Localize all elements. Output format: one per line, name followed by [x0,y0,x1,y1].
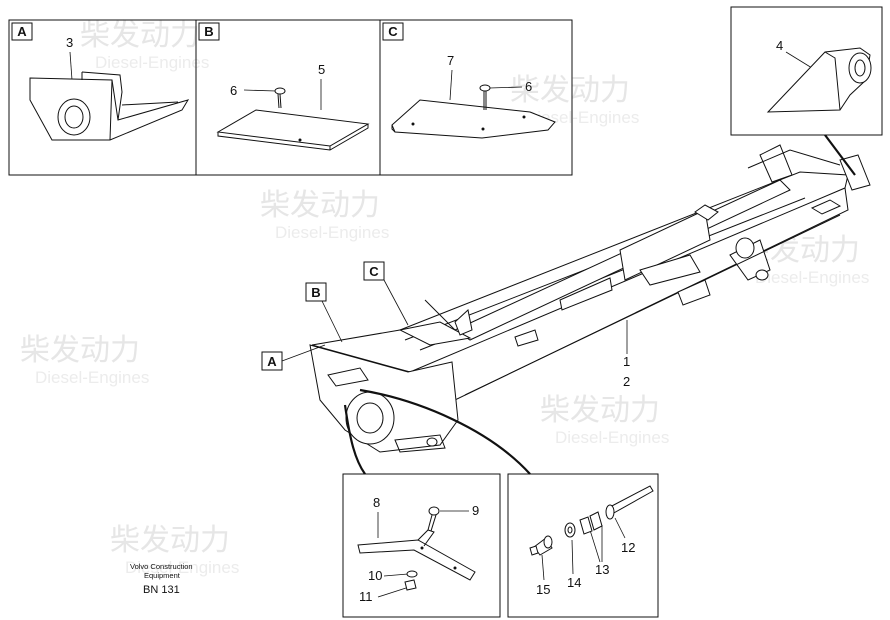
nipple-part-15 [529,535,553,556]
svg-text:C: C [369,264,379,279]
part-number-7: 7 [447,53,454,68]
front-bushing [345,391,395,445]
bolt-part-9 [427,506,440,532]
callout-a: A [261,344,326,371]
part-number-6-c: 6 [525,79,532,94]
svg-text:柴发动力: 柴发动力 [260,188,380,223]
screw-part-6-c [479,84,491,110]
detail-box-b: B 6 5 [195,19,381,176]
svg-text:A: A [267,354,277,369]
part-number-9: 9 [472,503,479,518]
svg-text:柴发动力: 柴发动力 [110,523,230,558]
box-c-letter: C [388,24,398,39]
svg-text:柴发动力: 柴发动力 [20,333,140,368]
part-number-13: 13 [595,562,609,577]
part-number-15: 15 [536,582,550,597]
part-number-6-b: 6 [230,83,237,98]
box-b-letter: B [204,24,213,39]
credit-line-1: Volvo Construction [130,562,193,571]
part-number-4: 4 [776,38,783,53]
part-number-12: 12 [621,540,635,555]
svg-text:柴发动力: 柴发动力 [540,393,660,428]
nut-part-11 [404,579,417,591]
frame-part-label: 1 2 [623,320,630,389]
detail-box-fittings: 12 13 14 15 [507,473,659,618]
drawing-code: BN 131 [143,584,180,596]
bracket-part-3 [29,71,190,141]
screw-part-6-b [274,87,286,109]
plate-part-7 [391,99,556,139]
nuts-part-13 [579,511,603,535]
detail-box-lug: 4 [730,6,883,136]
washer-part-10 [406,570,418,578]
credit-block: Volvo Construction Equipment BN 131 [130,562,193,596]
callout-b: B [305,282,343,343]
part-number-5: 5 [318,62,325,77]
detail-box-bracket: 8 9 10 11 [342,473,501,618]
svg-text:Diesel-Engines: Diesel-Engines [95,53,209,72]
detail-box-c: C 7 6 [379,19,573,176]
svg-text:Diesel-Engines: Diesel-Engines [555,428,669,447]
svg-text:Diesel-Engines: Diesel-Engines [35,368,149,387]
watermark-6: 柴发动力 Diesel-Engines [540,393,669,447]
watermark-layer: 柴发动力 Diesel-Engines 柴发动力 Diesel-Engines … [20,18,869,577]
watermark-1: 柴发动力 Diesel-Engines [80,18,209,72]
part-number-11: 11 [359,589,373,604]
watermark-5: 柴发动力 Diesel-Engines [20,333,149,387]
credit-line-2: Equipment [144,571,181,580]
svg-text:Diesel-Engines: Diesel-Engines [755,268,869,287]
lug-part-4 [766,47,872,113]
svg-text:Diesel-Engines: Diesel-Engines [125,558,239,577]
callout-c: C [363,261,409,326]
watermark-3: 柴发动力 Diesel-Engines [260,188,389,242]
svg-text:柴发动力: 柴发动力 [80,18,200,53]
ring-part-14 [564,522,576,538]
svg-text:柴发动力: 柴发动力 [510,73,630,108]
svg-text:B: B [311,285,320,300]
hose-part-12 [605,485,654,520]
part-number-8: 8 [373,495,380,510]
plate-part-5 [216,109,370,151]
box-a-letter: A [17,24,27,39]
svg-text:1: 1 [623,354,630,369]
detail-box-a: A 3 [8,19,197,176]
svg-text:2: 2 [623,374,630,389]
part-number-3: 3 [66,35,73,50]
part-number-10: 10 [368,568,382,583]
svg-text:Diesel-Engines: Diesel-Engines [275,223,389,242]
part-number-14: 14 [567,575,581,590]
frame-assembly [309,144,871,453]
connector-lines [343,134,856,475]
watermark-7: 柴发动力 Diesel-Engines [110,523,239,577]
